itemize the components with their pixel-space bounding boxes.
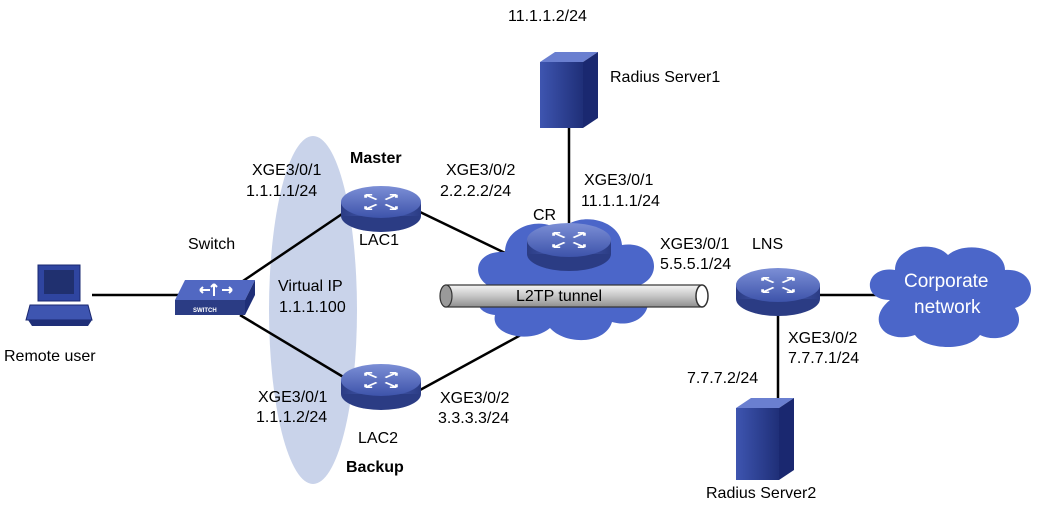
lac1-interface-label: XGE3/0/1 (252, 162, 321, 179)
lac2-name-label: LAC2 (358, 430, 398, 447)
radius-server1-ip-label: 11.1.1.2/24 (508, 8, 587, 25)
link-switch-lac2 (239, 313, 346, 380)
link-lac2-cr (419, 328, 531, 392)
vrrp-group-ellipse (269, 136, 357, 484)
cr-name-label: CR (533, 207, 556, 224)
lac2-uplink-ip-label: 3.3.3.3/24 (438, 410, 509, 427)
switch-icon (175, 280, 255, 315)
virtual-ip-label: Virtual IP (278, 278, 343, 295)
radius-server2-ip-label: 7.7.7.2/24 (687, 370, 758, 387)
lac2-role-label: Backup (346, 459, 404, 476)
lac1-router-icon (341, 186, 421, 232)
radius-server1-label: Radius Server1 (610, 69, 720, 86)
lac2-ip-label: 1.1.1.2/24 (256, 409, 327, 426)
lns-ip-label: 5.5.5.1/24 (660, 256, 731, 273)
lac1-uplink-ip-label: 2.2.2.2/24 (440, 183, 511, 200)
l2tp-tunnel-label: L2TP tunnel (516, 288, 602, 305)
lns-name-label: LNS (752, 236, 783, 253)
cr-router-icon (527, 223, 611, 271)
radius-server2-label: Radius Server2 (706, 485, 816, 502)
corporate-network-cloud (869, 246, 1032, 348)
lns-down-interface-label: XGE3/0/2 (788, 330, 857, 347)
radius-server1-icon (540, 52, 598, 128)
remote-user-pc-icon (25, 264, 93, 326)
radius-server2-icon (736, 398, 794, 480)
switch-label: Switch (188, 236, 235, 253)
cr-interface-label: XGE3/0/1 (584, 172, 653, 189)
corporate-network-label-line1: Corporate (904, 271, 989, 292)
corporate-network-label-line2: network (914, 297, 981, 318)
l2tp-tunnel (439, 284, 709, 308)
lns-interface-label: XGE3/0/1 (660, 236, 729, 253)
switch-badge: SWITCH (193, 308, 217, 314)
cr-ip-label: 11.1.1.1/24 (581, 193, 660, 210)
lac2-router-icon (341, 364, 421, 410)
lac2-interface-label: XGE3/0/1 (258, 389, 327, 406)
lac2-uplink-interface-label: XGE3/0/2 (440, 390, 509, 407)
link-switch-lac1 (239, 210, 346, 285)
lac1-role-label: Master (350, 150, 402, 167)
lac1-ip-label: 1.1.1.1/24 (246, 183, 317, 200)
lac1-name-label: LAC1 (359, 232, 399, 249)
virtual-ip-address: 1.1.1.100 (279, 299, 346, 316)
remote-user-label: Remote user (4, 348, 96, 365)
lns-router-icon (736, 268, 820, 316)
lns-down-ip-label: 7.7.7.1/24 (788, 350, 859, 367)
lac1-uplink-interface-label: XGE3/0/2 (446, 162, 515, 179)
